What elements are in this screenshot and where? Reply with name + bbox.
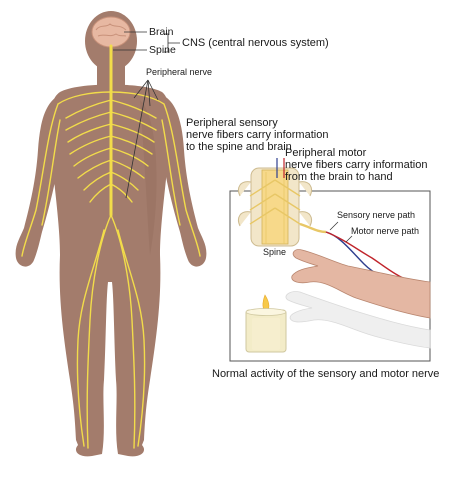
right-arm	[160, 94, 207, 267]
body-shade	[140, 100, 157, 255]
reaching-arm	[291, 249, 431, 319]
inset-panel	[229, 158, 431, 362]
nerve-bundle	[299, 222, 327, 234]
label-sensory-fibers-3: to the spine and brain	[186, 141, 292, 153]
candle-icon	[245, 294, 287, 353]
label-motor-fibers-3: from the brain to hand	[285, 171, 393, 183]
label-sensory-path: Sensory nerve path	[337, 210, 416, 220]
left-arm	[15, 94, 62, 267]
label-motor-fibers-2: nerve fibers carry information	[285, 159, 428, 171]
human-body	[15, 11, 207, 457]
label-peripheral-nerve: Peripheral nerve	[146, 67, 213, 77]
ghost-hand	[285, 291, 431, 349]
torso-legs	[49, 84, 171, 457]
leader-lines	[113, 31, 180, 199]
spine-segment	[237, 167, 313, 247]
caption: Normal activity of the sensory and motor…	[212, 368, 440, 380]
label-sensory-fibers-1: Peripheral sensory	[186, 117, 278, 129]
label-inset-spine: Spine	[263, 247, 287, 257]
label-spine: Spine	[149, 44, 176, 56]
label-sensory-fibers-2: nerve fibers carry information	[186, 129, 329, 141]
body-nerves	[21, 44, 201, 449]
label-motor-path: Motor nerve path	[351, 226, 420, 236]
label-cns: CNS (central nervous system)	[182, 37, 329, 49]
label-brain: Brain	[149, 26, 174, 38]
label-motor-fibers-1: Peripheral motor	[285, 147, 367, 159]
motor-nerve-path	[325, 231, 413, 283]
